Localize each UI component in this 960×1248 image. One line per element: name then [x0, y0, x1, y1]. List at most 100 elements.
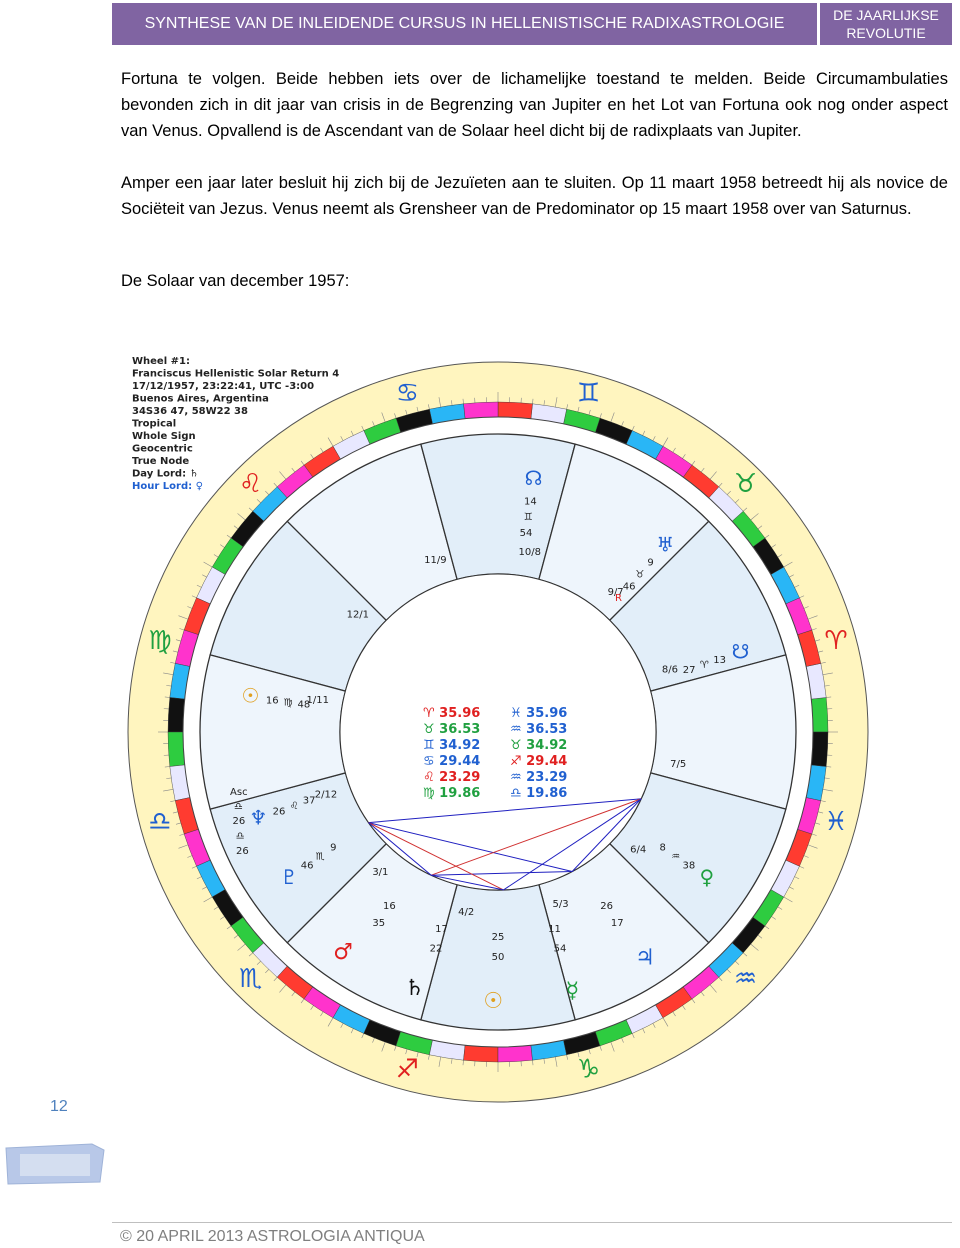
aspect-table: ♈ 35.96♓ 35.96♉ 36.53♒ 36.53♊ 34.92♉ 34.… — [423, 706, 567, 801]
planet-position-text: 54 — [520, 528, 533, 539]
degree-tick — [273, 482, 278, 487]
degree-tick — [757, 934, 763, 939]
degree-tick — [794, 876, 800, 880]
degree-tick — [818, 811, 824, 814]
table-right-cell: ♉ 34.92 — [510, 738, 567, 753]
degree-tick — [237, 943, 246, 951]
degree-tick — [202, 574, 207, 578]
chart-info-line: Tropical — [132, 419, 176, 430]
planet-position-text: 9 — [330, 842, 336, 853]
degree-tick — [577, 1052, 580, 1058]
degree-tick — [273, 977, 278, 982]
asc-label: ♎ — [236, 831, 245, 842]
chart-info-line: Day Lord: ♄ — [132, 469, 199, 480]
bound-segment — [167, 697, 185, 733]
table-left-cell: ♈ 35.96 — [423, 706, 480, 721]
degree-tick — [783, 561, 793, 568]
degree-tick — [428, 404, 430, 410]
degree-tick — [405, 409, 408, 415]
degree-tick — [811, 628, 817, 631]
degree-tick — [265, 969, 269, 974]
chart-info-line: True Node — [132, 456, 189, 467]
degree-tick — [226, 534, 232, 539]
degree-tick — [265, 490, 269, 495]
degree-tick — [532, 398, 534, 404]
degree-tick — [394, 1045, 397, 1051]
degree-tick — [555, 397, 558, 408]
degree-tick — [172, 811, 178, 814]
degree-tick — [372, 1037, 375, 1043]
degree-tick — [815, 822, 821, 825]
bound-segment — [811, 731, 829, 767]
aspect-lines — [368, 798, 642, 891]
degree-tick — [175, 822, 181, 825]
degree-tick — [279, 471, 287, 480]
house-number-label: 8/6 — [662, 664, 678, 675]
degree-tick — [163, 672, 174, 675]
asc-label: ♎ — [234, 801, 243, 812]
table-left-cell: ♊ 34.92 — [423, 738, 480, 753]
degree-tick — [803, 855, 809, 858]
page-number: 12 — [50, 1098, 68, 1115]
planet-position-text: ♊ — [524, 512, 533, 523]
degree-tick — [405, 1049, 408, 1055]
degree-tick — [187, 855, 193, 858]
planet-glyph: ♂ — [333, 940, 353, 965]
aspect-line — [368, 798, 642, 824]
degree-tick — [621, 421, 624, 427]
planet-position-text: 46 — [623, 581, 636, 592]
degree-tick — [300, 998, 305, 1004]
planet-position-text: 26 — [600, 901, 613, 912]
page-tab-decoration — [5, 1143, 105, 1185]
degree-tick — [771, 544, 776, 548]
sign-glyph: ♎ — [148, 807, 171, 837]
degree-tick — [824, 685, 830, 687]
degree-tick — [672, 1011, 676, 1017]
degree-tick — [256, 499, 261, 503]
planet-position-text: ♒ — [671, 851, 680, 862]
planet-position-text: 9 — [647, 558, 653, 569]
table-right-cell: ♐ 29.44 — [510, 754, 567, 769]
degree-tick — [789, 886, 794, 890]
degree-tick — [727, 969, 731, 974]
chart-info-hour-lord: Hour Lord: ♀ — [132, 481, 203, 492]
inner-circle — [339, 573, 657, 891]
degree-tick — [237, 513, 246, 521]
degree-tick — [191, 865, 197, 869]
degree-tick — [820, 662, 826, 664]
aspect-line — [368, 822, 573, 872]
degree-tick — [361, 1033, 365, 1039]
asc-label: 26 — [236, 846, 249, 857]
degree-tick — [743, 952, 748, 957]
planet-position-text: R — [615, 593, 622, 604]
degree-tick — [718, 977, 723, 982]
degree-tick — [226, 925, 232, 930]
house-number-label: 12/1 — [347, 609, 369, 620]
aspect-line — [431, 871, 573, 876]
planet-position-text: ♈ — [700, 660, 709, 671]
planet-glyph: ♃ — [635, 945, 655, 970]
degree-tick — [543, 400, 545, 406]
degree-tick — [175, 639, 181, 642]
degree-tick — [203, 896, 213, 903]
bound-segment — [463, 1045, 499, 1063]
header-section: DE JAARLIJKSE REVOLUTIE — [820, 3, 952, 45]
degree-tick — [248, 507, 253, 512]
aspect-line — [368, 822, 504, 891]
degree-tick — [652, 436, 656, 441]
bound-segment — [811, 697, 829, 733]
degree-tick — [691, 998, 696, 1004]
sign-glyph: ♈ — [824, 626, 847, 656]
degree-tick — [794, 584, 800, 588]
house-number-label: 11/9 — [424, 555, 446, 566]
house-number-label: 1/11 — [307, 695, 329, 706]
sign-glyph: ♐ — [396, 1055, 419, 1085]
degree-tick — [416, 406, 419, 412]
table-right-cell: ♒ 36.53 — [510, 722, 567, 737]
degree-tick — [682, 454, 686, 459]
degree-tick — [777, 554, 783, 558]
planet-position-text: 26 — [273, 807, 286, 818]
degree-tick — [361, 425, 365, 431]
house-number-label: 5/3 — [553, 899, 569, 910]
degree-tick — [340, 436, 344, 441]
